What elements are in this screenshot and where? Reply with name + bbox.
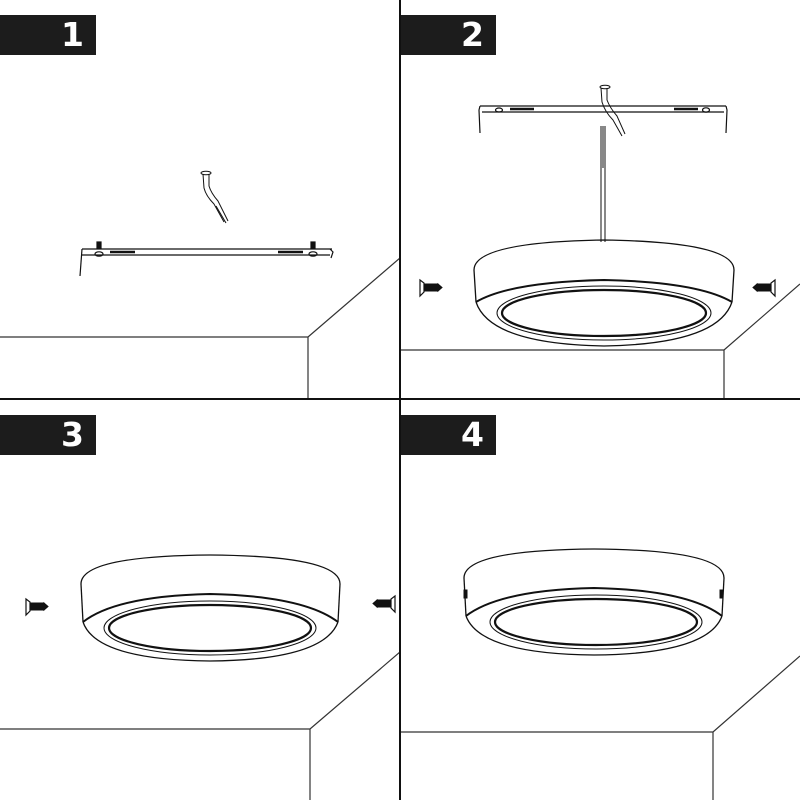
fixture-power-cord-icon xyxy=(600,126,606,242)
step-1-label: 1 xyxy=(0,15,96,55)
step-number: 4 xyxy=(461,415,484,454)
step-number: 2 xyxy=(461,15,484,54)
round-light-fixture-icon xyxy=(473,239,735,347)
panel-divider-vertical xyxy=(399,0,401,800)
step-number: 3 xyxy=(61,415,84,454)
step-4-label: 4 xyxy=(400,415,496,455)
step-2-label: 2 xyxy=(400,15,496,55)
step-1-panel: 1 xyxy=(0,0,400,400)
ceiling-corner xyxy=(0,257,400,400)
step-1-illustration xyxy=(0,170,400,400)
round-light-fixture-icon xyxy=(463,548,725,656)
screw-right-icon xyxy=(372,594,396,614)
step-4-panel: 4 xyxy=(400,400,800,800)
step-2-panel: 2 xyxy=(400,0,800,400)
step-3-illustration xyxy=(0,554,400,800)
step-3-label: 3 xyxy=(0,415,96,455)
mounting-bracket-icon xyxy=(79,241,334,277)
panel-divider-horizontal xyxy=(0,398,800,400)
ceiling-corner xyxy=(400,283,800,400)
wire-cable-icon xyxy=(200,170,229,224)
step-4-illustration xyxy=(400,548,800,800)
step-3-panel: 3 xyxy=(0,400,400,800)
screw-right-icon xyxy=(752,278,776,298)
ceiling-corner xyxy=(400,655,800,800)
step-2-illustration xyxy=(400,84,800,400)
step-number: 1 xyxy=(61,15,84,54)
screw-left-icon xyxy=(419,278,443,298)
ceiling-corner xyxy=(0,651,400,800)
wire-cable-icon xyxy=(599,84,626,137)
screw-left-icon xyxy=(25,597,49,617)
round-light-fixture-icon xyxy=(80,554,341,662)
